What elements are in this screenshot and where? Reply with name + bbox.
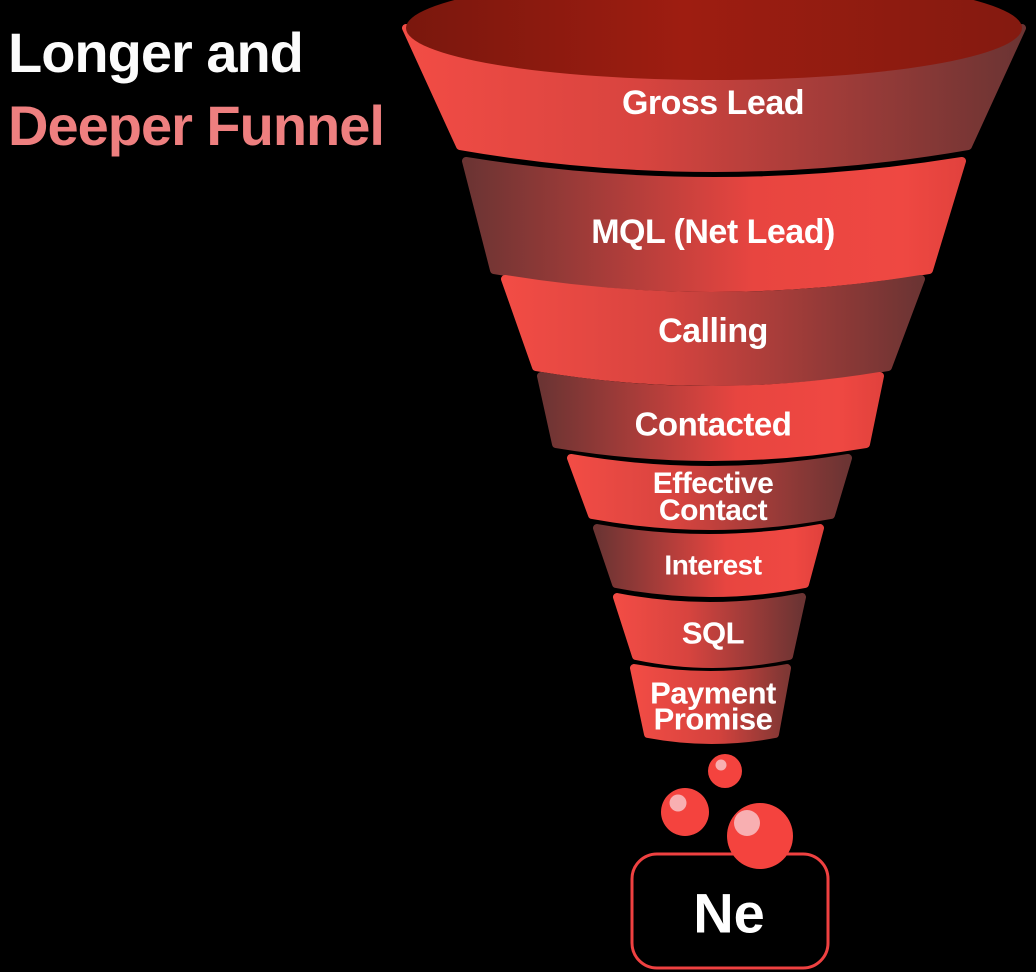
funnel-segment-effective-contact bbox=[567, 454, 852, 530]
funnel-opening-ellipse bbox=[406, 0, 1022, 80]
title-line-1: Longer and bbox=[8, 21, 304, 84]
droplets-group bbox=[661, 754, 793, 869]
funnel-segment-sql bbox=[613, 593, 806, 668]
funnel-segment-payment-promise bbox=[630, 664, 791, 744]
droplet-bubble-2 bbox=[661, 788, 709, 836]
funnel-label-payment-promise-line2: Promise bbox=[654, 702, 773, 737]
funnel-label-mql-net-lead: MQL (Net Lead) bbox=[591, 213, 835, 251]
funnel-segment-contacted bbox=[537, 372, 884, 461]
funnel-label-sql: SQL bbox=[682, 616, 744, 651]
funnel-label-payment-promise-line1: Payment bbox=[650, 676, 776, 711]
droplet-bubble-1 bbox=[708, 754, 742, 788]
funnel-label-calling: Calling bbox=[658, 312, 768, 350]
droplet-bubble-3 bbox=[727, 803, 793, 869]
funnel-segment-interest bbox=[593, 524, 824, 597]
droplet-bubble-2-highlight bbox=[669, 794, 687, 812]
funnel-label-gross-lead: Gross Lead bbox=[622, 84, 804, 122]
funnel-segment-calling bbox=[501, 275, 925, 386]
element-box-group: Ne bbox=[630, 852, 830, 970]
funnel-label-contacted: Contacted bbox=[635, 406, 792, 443]
droplet-bubble-3-highlight bbox=[734, 810, 760, 836]
droplet-bubble-1-highlight bbox=[715, 759, 727, 771]
funnel-segment-mql-net-lead bbox=[462, 157, 966, 292]
page-title: Longer and Deeper Funnel bbox=[8, 16, 385, 162]
funnel-label-interest: Interest bbox=[664, 550, 761, 581]
funnel-label-effective-contact-line1: Effective bbox=[653, 467, 774, 500]
title-line-2: Deeper Funnel bbox=[8, 94, 385, 157]
element-symbol-ne: Ne bbox=[693, 882, 765, 945]
funnel-label-effective-contact-line2: Contact bbox=[659, 494, 768, 527]
element-box bbox=[630, 852, 830, 970]
